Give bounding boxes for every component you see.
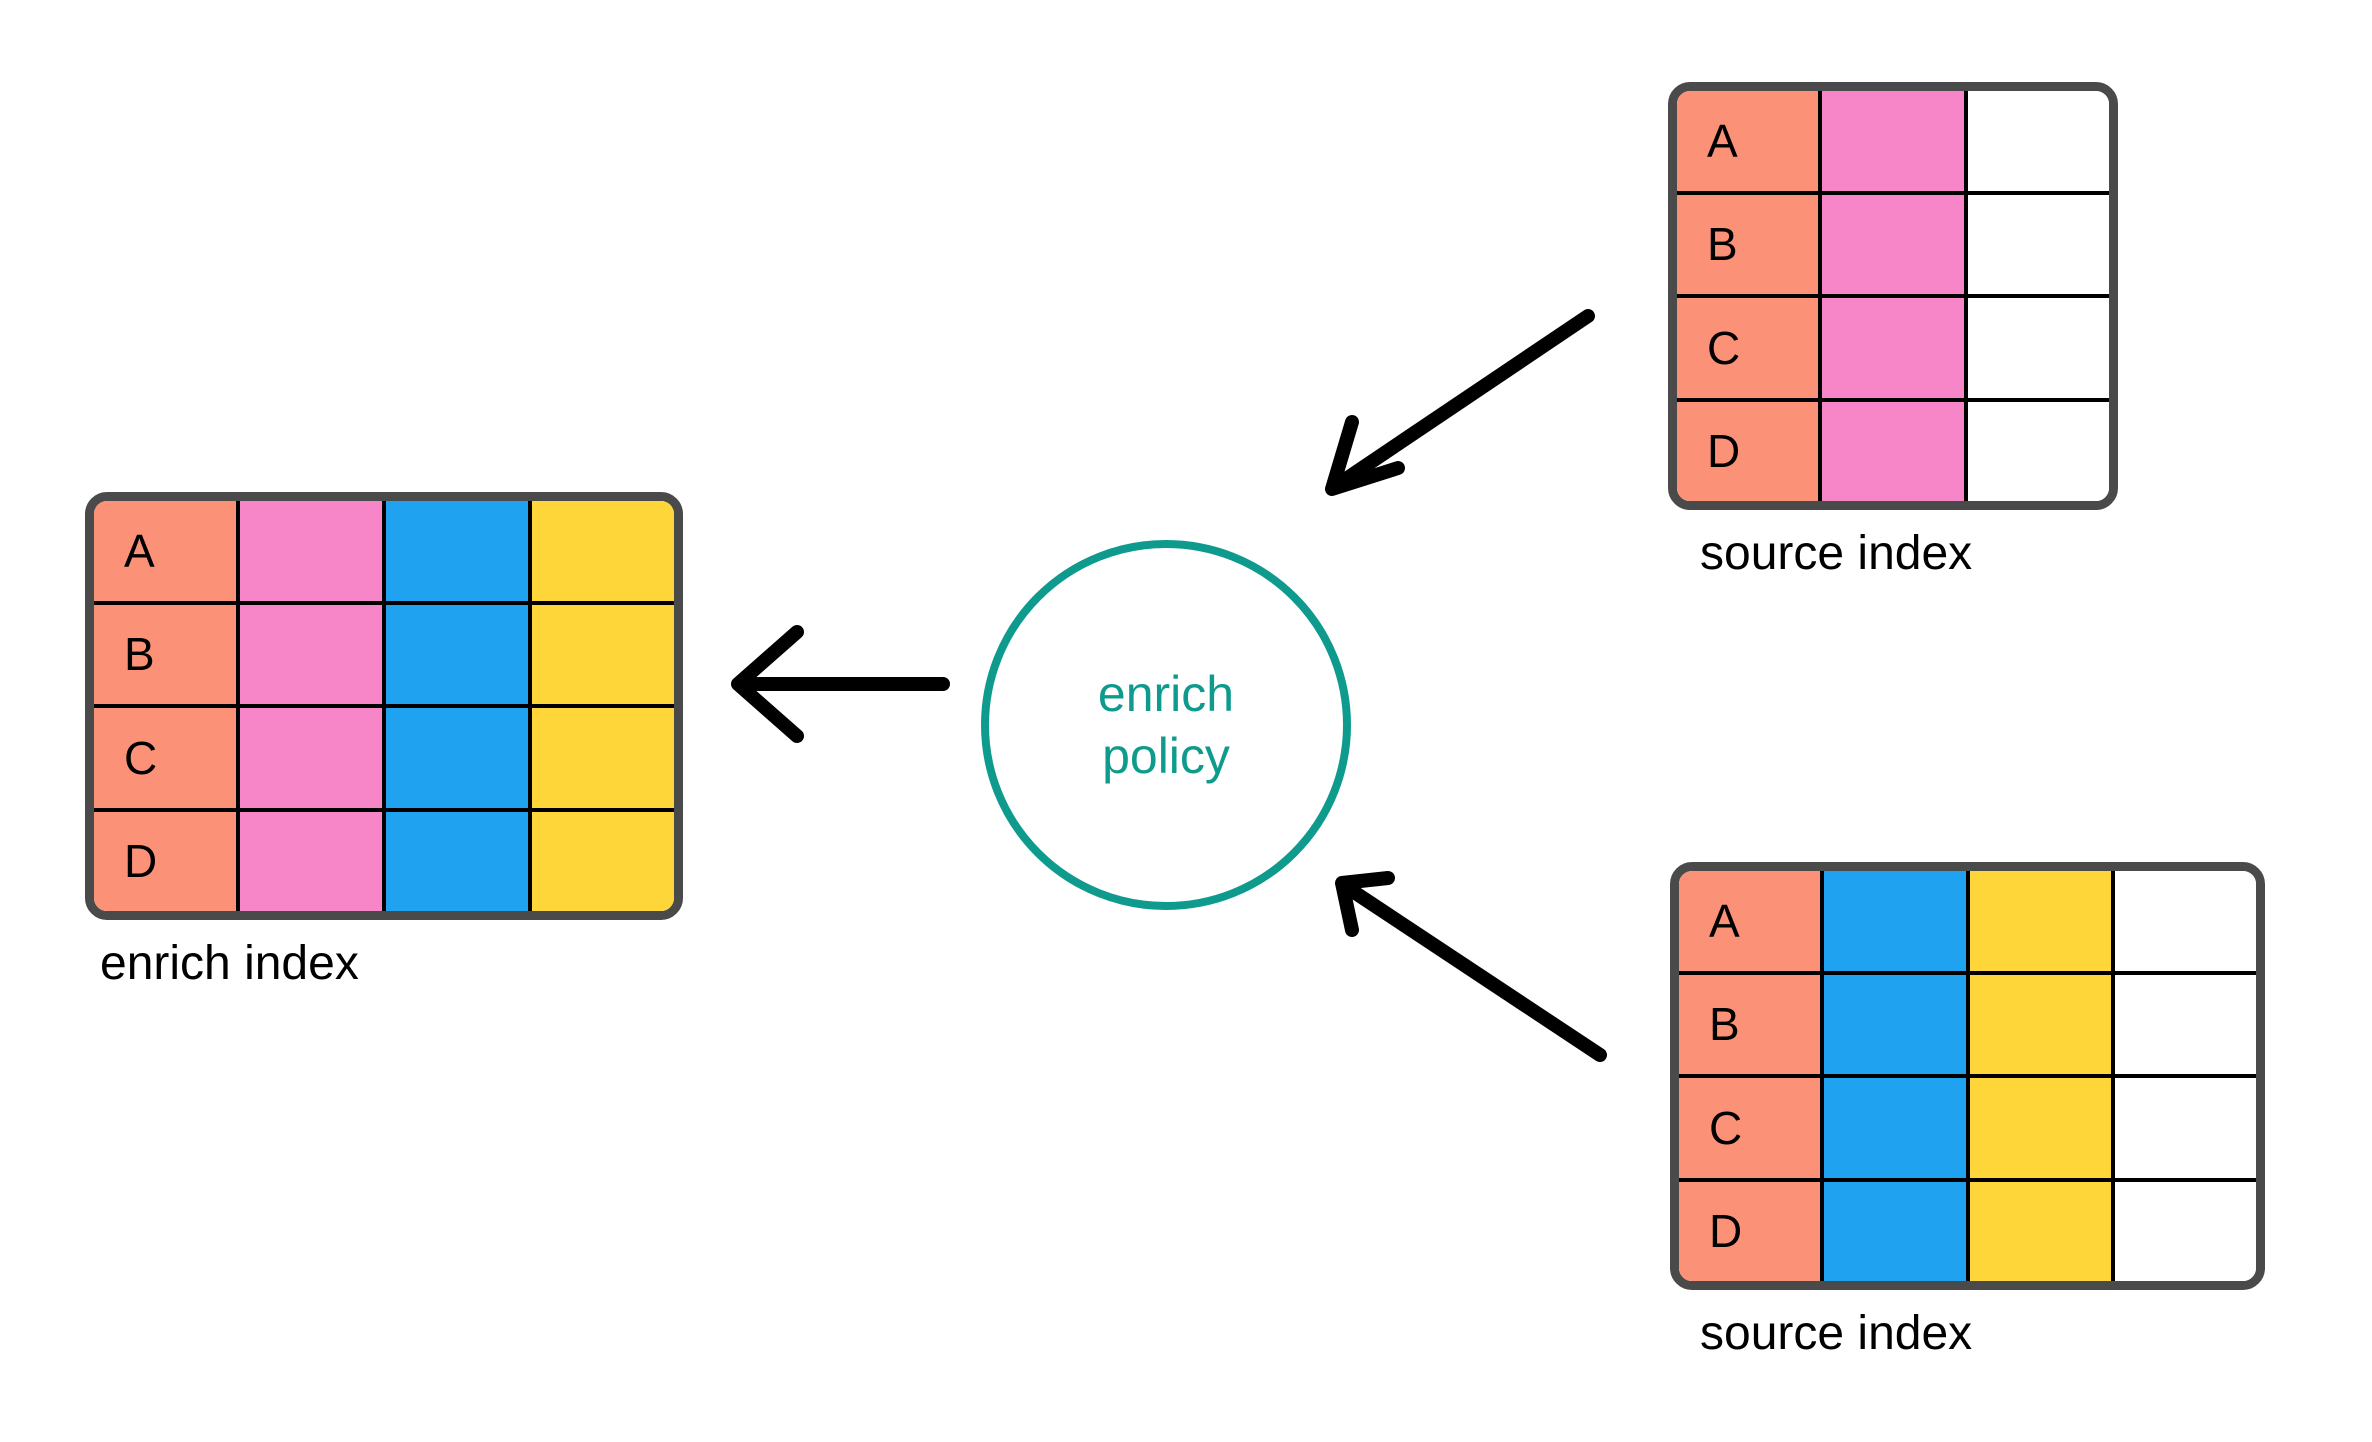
table-cell — [1967, 401, 2109, 501]
table-cell — [1969, 974, 2115, 1074]
source-index-bottom-caption: source index — [1700, 1307, 1973, 1360]
table-row: C — [1679, 1078, 2256, 1182]
table-row: B — [94, 604, 674, 708]
table-cell — [532, 604, 674, 704]
table-cell — [1824, 871, 1970, 971]
table-cell-key: D — [1677, 401, 1823, 501]
enrich-index-caption: enrich index — [100, 937, 359, 990]
arrow-top-source-to-policy — [1325, 309, 1595, 496]
table-cell — [240, 708, 386, 808]
table-cell — [386, 811, 532, 911]
table-row: D — [1679, 1181, 2256, 1281]
table-cell — [1967, 194, 2109, 294]
table-cell-key: A — [94, 501, 240, 601]
table-cell — [1967, 91, 2109, 191]
table-cell — [2114, 974, 2256, 1074]
enrich-index-table: A B C D — [85, 492, 683, 920]
table-row: A — [94, 501, 674, 605]
table-row: A — [1677, 91, 2109, 195]
table-row: B — [1679, 974, 2256, 1078]
source-index-top-caption: source index — [1700, 527, 1973, 580]
table-cell-key: B — [94, 604, 240, 704]
table-cell — [1969, 1078, 2115, 1178]
table-row: C — [1677, 298, 2109, 402]
table-cell — [1824, 1181, 1970, 1281]
arrow-bottom-source-to-policy — [1335, 871, 1607, 1062]
table-cell — [1969, 1181, 2115, 1281]
table-cell — [532, 811, 674, 911]
table-cell — [2114, 871, 2256, 971]
table-cell-key: C — [1679, 1078, 1825, 1178]
table-cell — [2114, 1181, 2256, 1281]
table-row: D — [94, 811, 674, 911]
table-cell — [240, 604, 386, 704]
table-cell-key: B — [1679, 974, 1825, 1074]
table-cell — [386, 708, 532, 808]
table-cell — [1824, 974, 1970, 1074]
table-row: B — [1677, 194, 2109, 298]
table-cell-key: D — [94, 811, 240, 911]
table-row: A — [1679, 871, 2256, 975]
table-cell-key: A — [1679, 871, 1825, 971]
table-cell-key: C — [1677, 298, 1823, 398]
table-cell — [1824, 1078, 1970, 1178]
table-cell — [240, 811, 386, 911]
table-row: D — [1677, 401, 2109, 501]
table-cell — [1967, 298, 2109, 398]
table-cell — [1822, 194, 1968, 294]
table-cell — [1822, 91, 1968, 191]
enrich-policy-label: enrich policy — [1097, 665, 1235, 785]
table-cell — [532, 501, 674, 601]
table-cell — [2114, 1078, 2256, 1178]
table-cell — [386, 501, 532, 601]
table-cell — [1969, 871, 2115, 971]
table-cell — [1822, 401, 1968, 501]
table-cell-key: A — [1677, 91, 1823, 191]
table-cell-key: C — [94, 708, 240, 808]
table-row: C — [94, 708, 674, 812]
arrow-policy-to-enrich — [731, 625, 950, 743]
table-cell — [240, 501, 386, 601]
table-cell — [532, 708, 674, 808]
enrich-policy-node: enrich policy — [981, 540, 1351, 910]
source-index-table-bottom: A B C D — [1670, 862, 2265, 1290]
table-cell — [1822, 298, 1968, 398]
table-cell-key: D — [1679, 1181, 1825, 1281]
table-cell — [386, 604, 532, 704]
table-cell-key: B — [1677, 194, 1823, 294]
source-index-table-top: A B C D — [1668, 82, 2118, 510]
